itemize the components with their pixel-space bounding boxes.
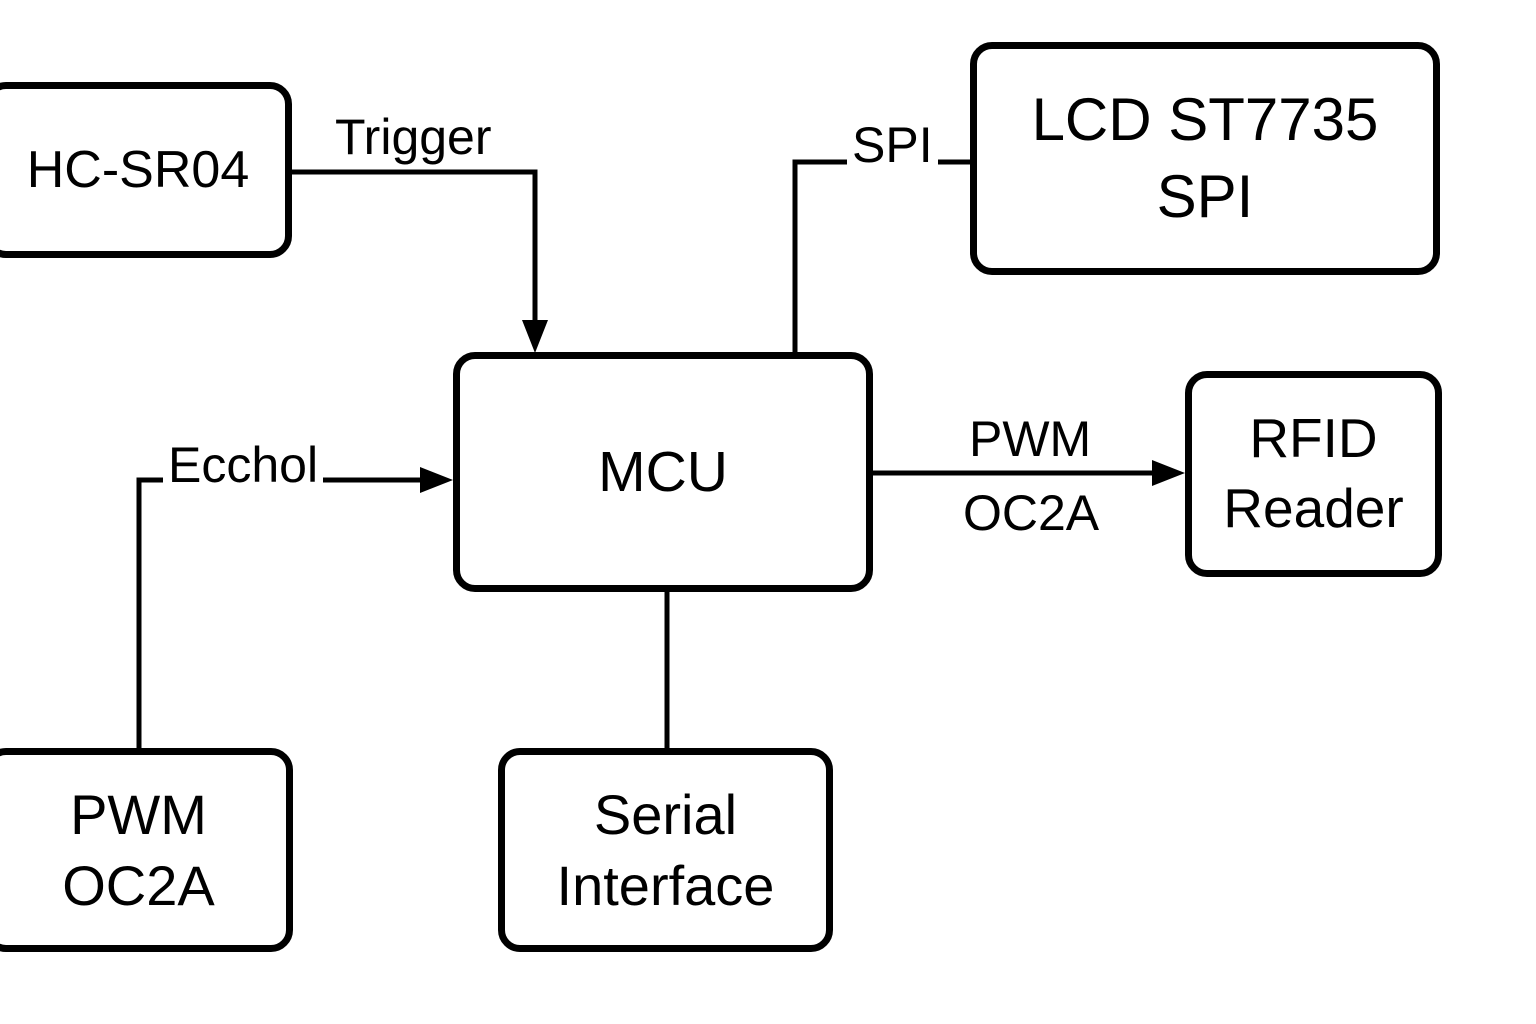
edge-ecchol-arrowhead-icon [420, 467, 453, 493]
node-rfid-label-line2: Reader [1223, 477, 1404, 539]
node-hc-sr04: HC-SR04 [0, 82, 292, 258]
node-pwm-oc2a-label-line2: OC2A [62, 854, 215, 917]
edge-label-spi: SPI [847, 120, 938, 170]
edge-label-pwm: PWM [969, 411, 1092, 467]
edge-trigger-wire [290, 169, 548, 353]
edge-spi-line [792, 159, 972, 356]
node-mcu-label: MCU [598, 439, 728, 504]
edge-ecchol-line [136, 477, 420, 748]
node-hc-sr04-label: HC-SR04 [26, 140, 250, 199]
edge-spi-wire [792, 159, 972, 356]
edge-trigger-arrowhead-icon [522, 320, 548, 353]
node-rfid-reader: RFID Reader [1185, 371, 1442, 577]
node-lcd-st7735-spi: LCD ST7735 SPI [970, 42, 1440, 275]
edge-label-oc2a: OC2A [963, 485, 1100, 541]
edge-label-trigger: Trigger [335, 109, 492, 165]
edge-trigger-line [290, 169, 538, 320]
node-mcu: MCU [453, 352, 873, 592]
node-pwm-oc2a-label-line1: PWM [70, 782, 207, 846]
node-serial-label-line2: Interface [556, 854, 775, 917]
node-serial-interface: Serial Interface [498, 748, 833, 952]
node-lcd-label-line2: SPI [1156, 162, 1254, 230]
edge-label-ecchol: Ecchol [163, 440, 324, 490]
edge-ecchol-wire [136, 467, 453, 748]
node-lcd-label-line1: LCD ST7735 [1031, 86, 1379, 154]
edge-pwm-oc2a-wire [873, 460, 1185, 486]
node-serial-label-line1: Serial [593, 782, 738, 846]
node-rfid-label-line1: RFID [1249, 407, 1378, 470]
edge-pwm-oc2a-arrowhead-icon [1152, 460, 1185, 486]
node-pwm-oc2a: PWM OC2A [0, 748, 293, 952]
